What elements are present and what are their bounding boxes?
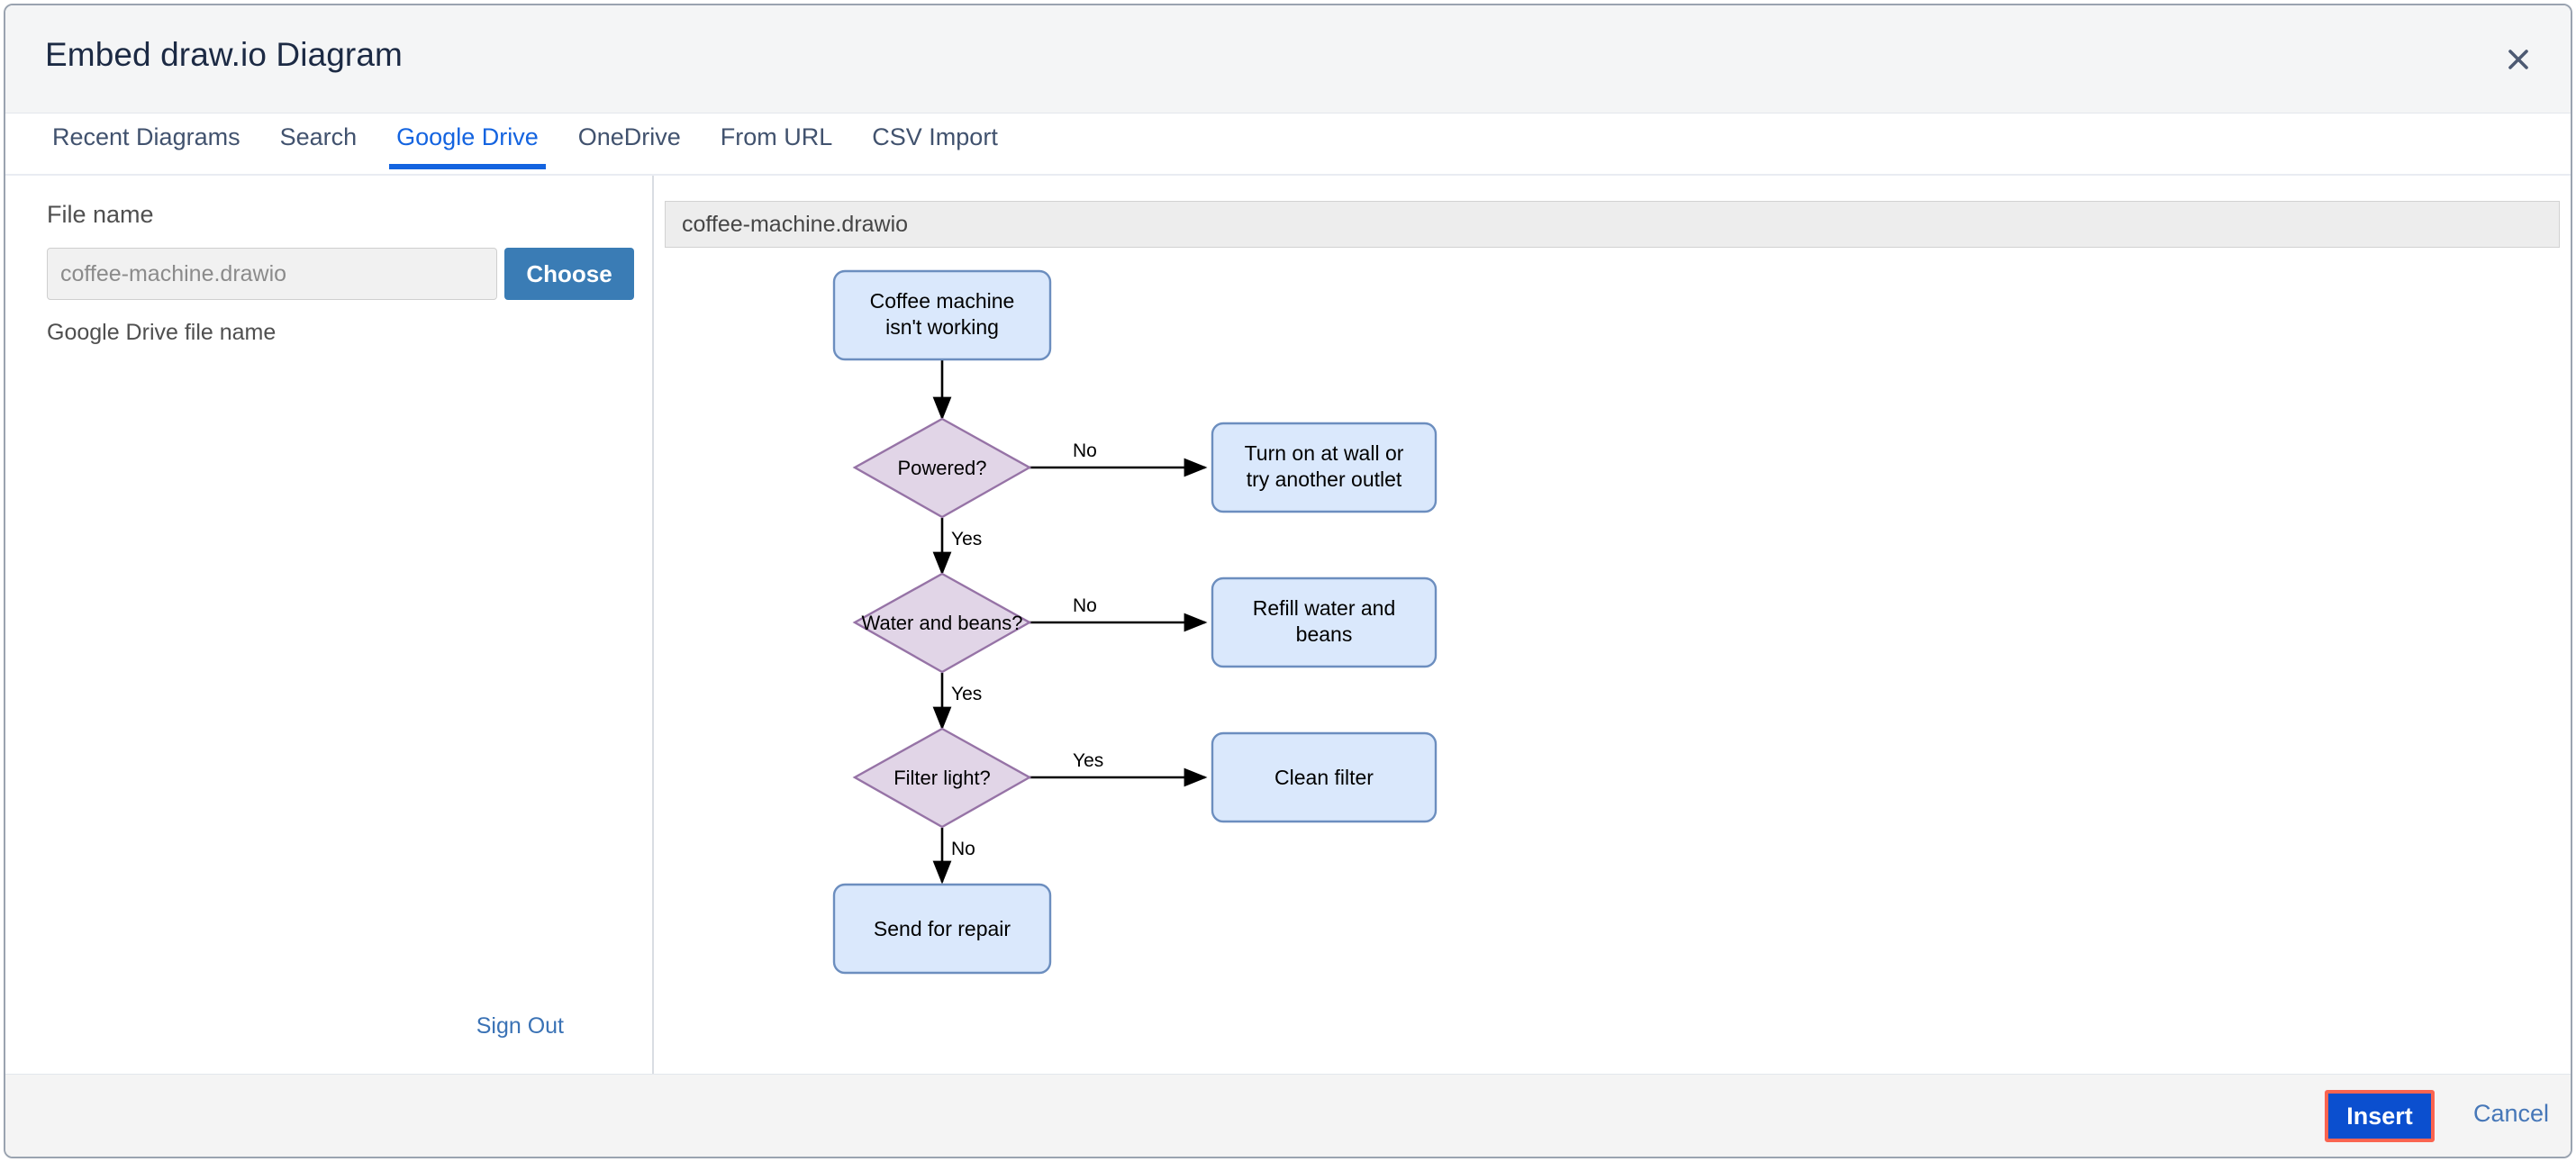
edge-label-powered-no: No [1073,440,1097,461]
node-send-for-repair[interactable]: Send for repair [832,883,1052,975]
node-label: beans [1296,622,1353,646]
tab-onedrive[interactable]: OneDrive [577,123,681,150]
node-label: isn't working [885,315,999,339]
tab-csv-import[interactable]: CSV Import [872,123,998,150]
node-label: Powered? [897,457,986,479]
file-picker-panel: File name Choose Google Drive file name … [5,176,652,1076]
node-label: Turn on at wall or [1245,441,1404,465]
edge-label-water-no: No [1073,595,1097,616]
edge-label-filter-yes: Yes [1073,750,1103,771]
file-name-row: Choose [47,248,634,300]
diagram-preview-panel: coffee-machine.drawio [654,176,2571,1076]
node-powered[interactable]: Powered? [852,417,1032,519]
insert-button[interactable]: Insert [2325,1090,2435,1142]
node-water-and-beans[interactable]: Water and beans? [852,572,1032,674]
edge-group [932,359,1208,885]
edge-label-water-yes: Yes [951,684,982,704]
cancel-button[interactable]: Cancel [2472,1100,2549,1127]
edge-label-powered-yes: Yes [951,529,982,549]
node-turn-on-outlet[interactable]: Turn on at wall or try another outlet [1211,422,1438,513]
dialog-footer: Insert Cancel [5,1074,2571,1157]
file-name-help-text: Google Drive file name [47,320,277,345]
dialog-body: File name Choose Google Drive file name … [5,176,2571,1076]
choose-button[interactable]: Choose [504,248,634,300]
node-label: Clean filter [1274,766,1374,789]
node-filter-light[interactable]: Filter light? [852,727,1032,829]
tab-list: Recent Diagrams Search Google Drive OneD… [32,114,1018,174]
node-label: try another outlet [1247,468,1402,491]
file-name-input[interactable] [47,248,497,300]
tab-search[interactable]: Search [279,123,358,150]
tab-google-drive[interactable]: Google Drive [376,114,558,169]
node-start[interactable]: Coffee machine isn't working [832,269,1052,361]
tab-bar: Recent Diagrams Search Google Drive OneD… [5,114,2571,176]
node-label: Send for repair [874,917,1011,940]
tab-recent-diagrams[interactable]: Recent Diagrams [52,123,240,150]
preview-file-name: coffee-machine.drawio [665,201,2560,248]
page-title: Embed draw.io Diagram [45,36,403,73]
sign-out-link[interactable]: Sign Out [476,1013,564,1039]
dialog-header: Embed draw.io Diagram [5,5,2571,113]
node-label: Filter light? [893,767,991,789]
node-label: Water and beans? [862,612,1023,634]
embed-drawio-dialog: Embed draw.io Diagram Recent Diagrams Se… [4,4,2572,1158]
node-refill-water-beans[interactable]: Refill water and beans [1211,576,1438,668]
flowchart-svg: No Yes No Yes Yes No Coffee machine isn'… [832,269,1438,975]
close-icon[interactable] [2493,34,2544,85]
edge-label-filter-no: No [951,839,975,859]
tab-from-url[interactable]: From URL [720,123,833,150]
edge-label-group: No Yes No Yes Yes No [951,440,1103,859]
node-label: Refill water and [1253,596,1396,620]
file-name-label: File name [47,201,154,228]
panel-divider [652,176,654,1076]
node-label: Coffee machine [870,289,1015,313]
diagram-canvas[interactable]: No Yes No Yes Yes No Coffee machine isn'… [654,251,2571,1076]
node-clean-filter[interactable]: Clean filter [1211,731,1438,823]
